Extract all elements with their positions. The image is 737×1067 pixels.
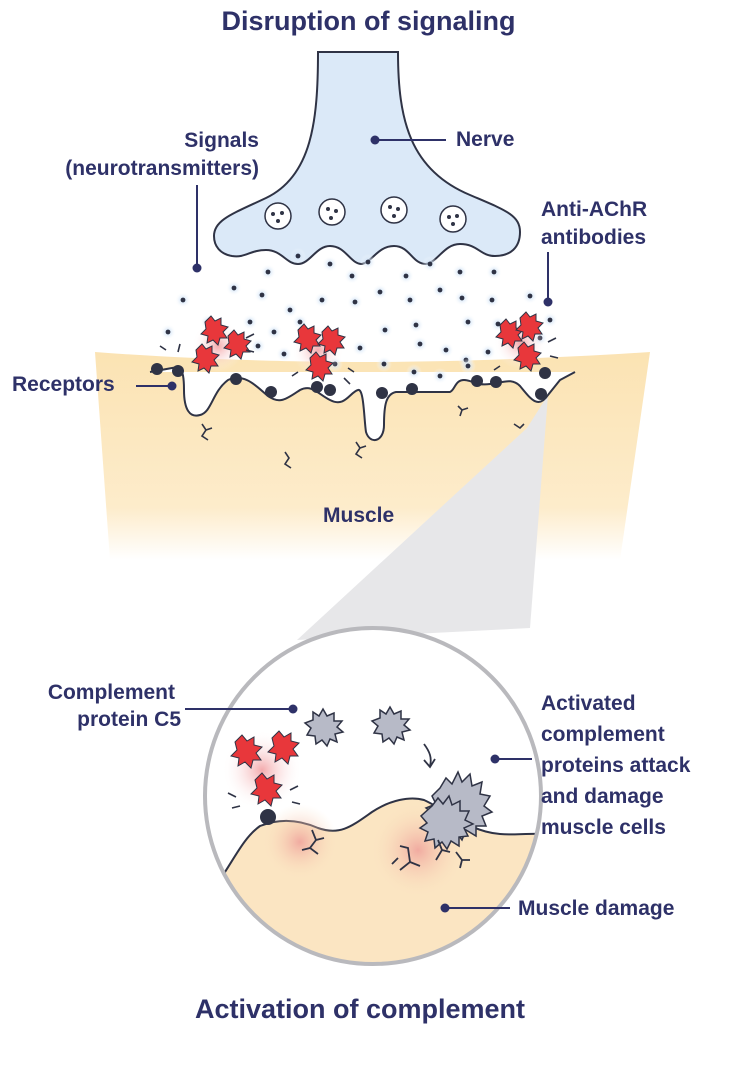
muscle-surface-folds — [149, 366, 576, 441]
neurotransmitter-dot — [265, 269, 271, 275]
neurotransmitter-dot — [352, 299, 358, 305]
neurotransmitter-dot — [365, 259, 371, 265]
neurotransmitter-dot — [417, 341, 423, 347]
label-activated-line2: complement — [541, 723, 665, 746]
neurotransmitter-dot — [295, 253, 301, 259]
antibody-3 — [494, 311, 546, 372]
label-antibodies-line2: antibodies — [541, 226, 647, 249]
label-activated-line5: muscle cells — [541, 816, 666, 839]
neurotransmitter-dot — [411, 369, 417, 375]
neurotransmitter-dot — [377, 289, 383, 295]
title-activation: Activation of complement — [194, 994, 526, 1024]
neurotransmitter-dot — [485, 349, 491, 355]
neurotransmitter-dot — [437, 373, 443, 379]
complement-arrow — [423, 743, 436, 769]
label-activated-line1: Activated — [541, 692, 636, 715]
neurotransmitter-dots — [160, 248, 558, 384]
neurotransmitter-dot — [281, 351, 287, 357]
neurotransmitter-dot — [465, 319, 471, 325]
callout-lines-lower — [185, 708, 532, 909]
neurotransmitter-dot — [357, 345, 363, 351]
neurotransmitter-dot — [231, 285, 237, 291]
neurotransmitter-dot — [491, 269, 497, 275]
activated-complement — [418, 770, 494, 851]
label-receptors: Receptors — [12, 373, 115, 396]
neurotransmitter-dot — [407, 297, 413, 303]
neurotransmitter-dot — [547, 317, 553, 323]
label-muscle-damage: Muscle damage — [518, 897, 675, 920]
neurotransmitter-dot — [327, 261, 333, 267]
label-antibodies-line1: Anti-AChR — [541, 198, 648, 221]
zoom-cone — [297, 395, 548, 640]
neurotransmitter-dot — [459, 295, 465, 301]
neurotransmitter-dot — [247, 319, 253, 325]
neurotransmitter-dot — [382, 327, 388, 333]
neurotransmitter-dot — [297, 319, 303, 325]
label-nerve: Nerve — [456, 128, 515, 151]
neurotransmitter-dot — [427, 261, 433, 267]
label-signals-line1: Signals — [184, 129, 259, 152]
zoom-circle — [203, 626, 543, 966]
neurotransmitter-dot — [180, 297, 186, 303]
neurotransmitter-dot — [489, 297, 495, 303]
vesicle-contents — [271, 205, 459, 226]
callout-dots-upper — [167, 135, 553, 391]
neurotransmitter-dot — [287, 307, 293, 313]
neurotransmitter-dot — [165, 329, 171, 335]
label-muscle: Muscle — [323, 504, 395, 527]
receptors — [151, 363, 551, 400]
neurotransmitter-dot — [255, 343, 261, 349]
complement-protein-c5 — [303, 705, 412, 748]
neurotransmitter-dot — [495, 321, 501, 327]
antibody-2 — [292, 323, 346, 382]
neurotransmitter-dot — [413, 322, 419, 328]
label-c5-line2: protein C5 — [77, 708, 181, 731]
callout-lines-upper — [136, 139, 549, 387]
neurotransmitter-dot — [381, 361, 387, 367]
damage-cracks-upper — [159, 333, 559, 469]
label-activated-line4: and damage — [541, 785, 664, 808]
damage-cracks-lower — [301, 829, 470, 871]
neurotransmitter-dot — [465, 363, 471, 369]
antibody-lower — [222, 730, 302, 825]
neurotransmitter-dot — [437, 287, 443, 293]
label-c5-line1: Complement — [47, 681, 175, 704]
label-activated-line3: proteins attack — [541, 754, 691, 777]
neurotransmitter-dot — [527, 293, 533, 299]
callout-dots-lower — [288, 704, 500, 913]
neurotransmitter-dot — [271, 329, 277, 335]
neurotransmitter-dot — [349, 273, 355, 279]
neurotransmitter-dot — [319, 297, 325, 303]
neurotransmitter-dot — [403, 273, 409, 279]
neurotransmitter-dot — [259, 292, 265, 298]
antibody-1 — [191, 315, 252, 374]
label-signals-line2: (neurotransmitters) — [65, 157, 259, 180]
neurotransmitter-dot — [457, 269, 463, 275]
nerve-terminal — [212, 51, 522, 266]
neurotransmitter-dot — [443, 347, 449, 353]
title-disruption: Disruption of signaling — [221, 6, 516, 36]
vesicles — [264, 196, 467, 233]
